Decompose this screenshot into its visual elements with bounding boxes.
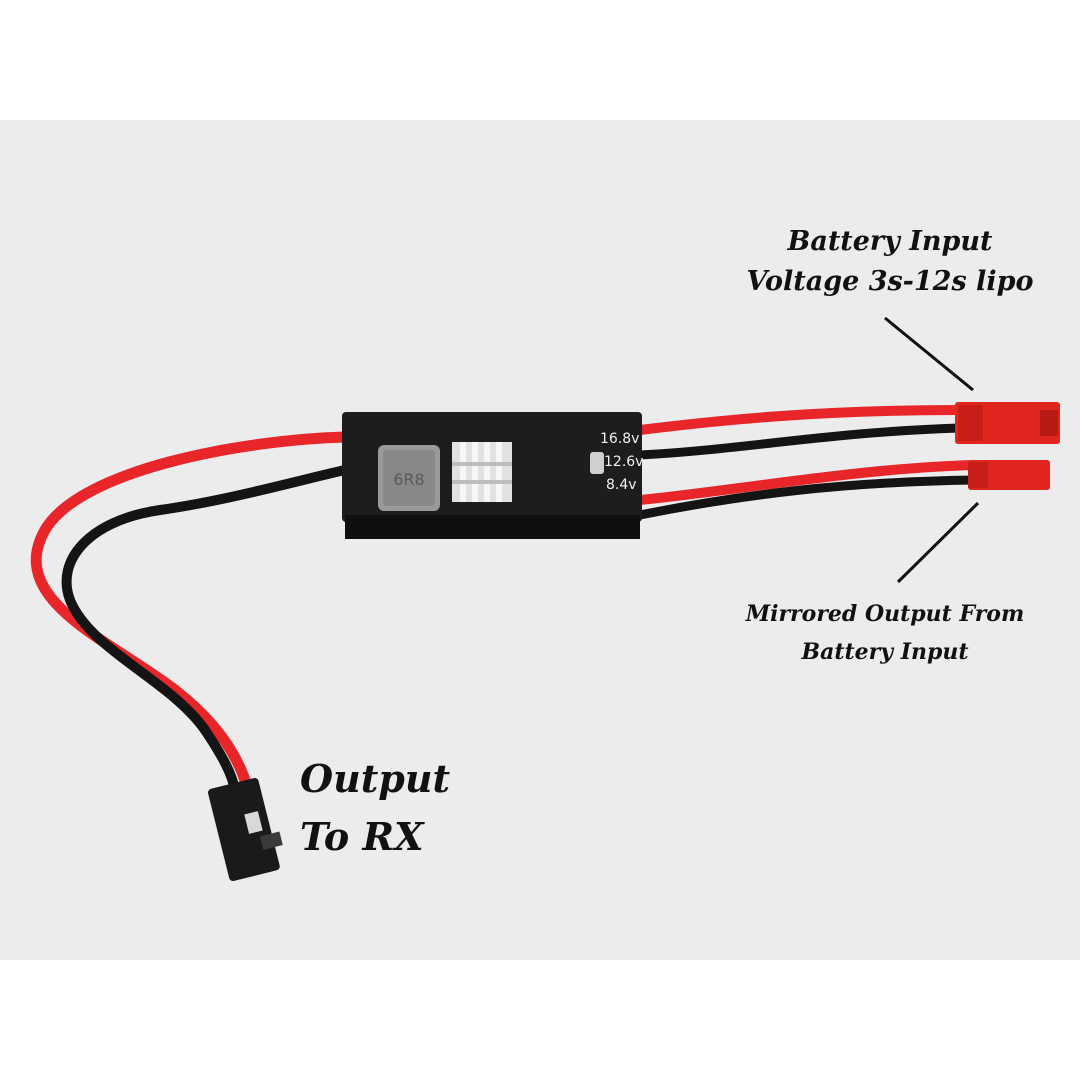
right-black-wire-bottom: [635, 475, 980, 520]
mirrored-output-pointer: [896, 501, 980, 584]
voltage-option-2: 12.6v: [604, 454, 643, 470]
left-black-wire: [61, 465, 350, 795]
mirrored-output-connector: [968, 460, 1050, 490]
voltage-option-1: 16.8v: [600, 431, 639, 447]
inductor-marking: 6R8: [393, 470, 424, 489]
battery-input-pointer: [884, 316, 974, 392]
heatsink: [452, 442, 512, 502]
right-red-wire-bottom: [635, 460, 980, 505]
right-black-wire-top: [635, 423, 965, 460]
product-photo-backdrop: [0, 120, 1080, 960]
mirrored-output-label: Mirrored Output From Battery Input: [715, 595, 1055, 671]
battery-input-label-line1: Battery Input: [787, 226, 993, 257]
battery-input-label: Battery Input Voltage 3s-12s lipo: [730, 222, 1050, 302]
rx-servo-connector: [208, 777, 283, 882]
right-red-wire-top: [635, 405, 965, 435]
regulator-board: 6R8 16.8v 12.6v 8.4v: [342, 412, 643, 539]
output-to-rx-label-line1: Output: [300, 756, 451, 801]
output-to-rx-label: Output To RX: [300, 750, 480, 866]
voltage-option-3: 8.4v: [606, 477, 637, 493]
inductor: 6R8: [378, 445, 440, 511]
output-to-rx-label-line2: To RX: [300, 814, 424, 859]
mirrored-output-label-line1: Mirrored Output From: [745, 601, 1025, 627]
battery-input-label-line2: Voltage 3s-12s lipo: [746, 266, 1034, 297]
voltage-jumper: [590, 452, 604, 474]
battery-input-connector: [955, 402, 1060, 444]
mirrored-output-label-line2: Battery Input: [801, 639, 969, 665]
left-red-wire: [30, 431, 351, 796]
